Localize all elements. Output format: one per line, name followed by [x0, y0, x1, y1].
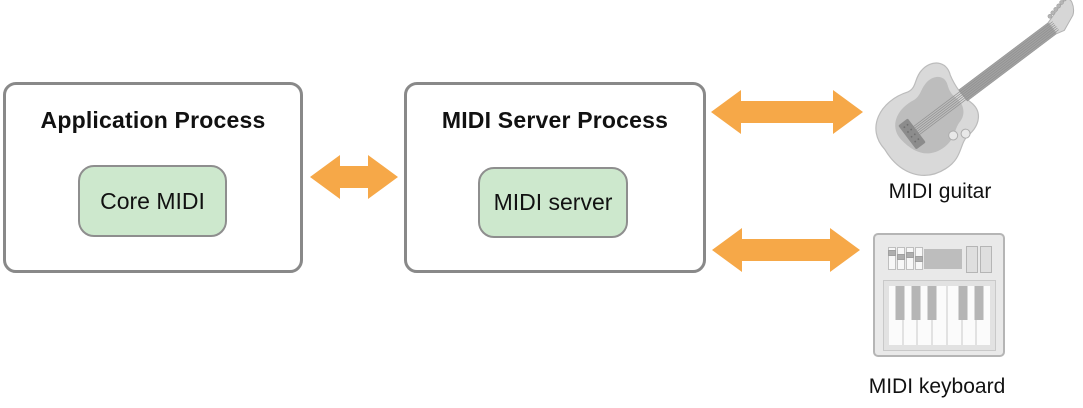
keyboard-display [924, 249, 962, 269]
application-process-title: Application Process [40, 107, 266, 133]
midi-keyboard-label: MIDI keyboard [868, 375, 1006, 398]
double-arrow-icon-app-server [310, 155, 398, 199]
double-arrow-icon-server-guitar [711, 90, 863, 134]
arrow-shape [712, 228, 860, 272]
midi-guitar-icon [875, 0, 1075, 176]
keyboard-slider [897, 247, 905, 270]
core-midi-label: Core MIDI [100, 187, 205, 214]
keyboard-keys [883, 280, 996, 351]
black-key [911, 286, 921, 320]
black-key [974, 286, 984, 320]
application-process-box: Application Process Core MIDI [3, 82, 303, 273]
midi-server-process-title: MIDI Server Process [441, 107, 669, 133]
keyboard-mod-wheel [980, 246, 992, 273]
keyboard-slider [906, 247, 914, 270]
midi-keyboard-icon [873, 233, 1005, 357]
arrow-shape [310, 155, 398, 199]
midi-server-node: MIDI server [478, 167, 628, 238]
black-key [927, 286, 937, 320]
white-key [947, 286, 961, 345]
black-key [895, 286, 905, 320]
midi-server-process-box: MIDI Server Process MIDI server [404, 82, 706, 273]
midi-guitar-label: MIDI guitar [888, 180, 992, 203]
double-arrow-icon-server-keyboard [712, 228, 860, 272]
arrow-shape [711, 90, 863, 134]
keyboard-slider [888, 247, 896, 270]
keyboard-slider [915, 247, 923, 270]
white-key [933, 286, 946, 345]
keyboard-pitch-wheel [966, 246, 978, 273]
core-midi-node: Core MIDI [78, 165, 227, 237]
midi-server-label: MIDI server [493, 189, 613, 215]
black-key [958, 286, 968, 320]
